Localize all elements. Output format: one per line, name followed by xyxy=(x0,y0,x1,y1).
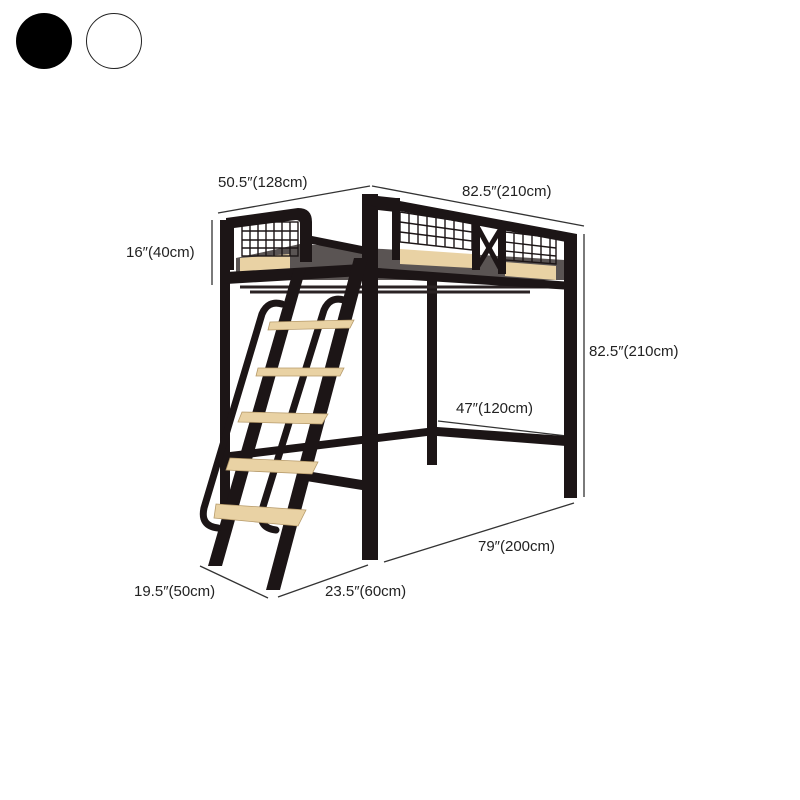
x-brace xyxy=(475,226,503,270)
back-frame xyxy=(427,275,566,465)
ladder-steps xyxy=(213,319,355,527)
dimension-guardrail-height: 16″(40cm) xyxy=(126,244,195,261)
dimension-base-length: 79″(200cm) xyxy=(478,538,556,555)
dimension-total-height: 82.5″(210cm) xyxy=(589,343,679,360)
color-swatch-black[interactable] xyxy=(16,13,72,69)
ladder-handrails xyxy=(199,295,348,534)
dimension-under-width: 47″(120cm) xyxy=(456,400,534,417)
dimension-width-top: 50.5″(128cm) xyxy=(218,174,308,191)
dimension-ladder-depth: 19.5″(50cm) xyxy=(134,583,216,600)
color-swatch-white[interactable] xyxy=(86,13,142,69)
dimension-ladder-width: 23.5″(60cm) xyxy=(325,583,407,600)
dimension-lines xyxy=(199,185,585,599)
wood-boards xyxy=(240,249,556,280)
dimension-length-top: 82.5″(210cm) xyxy=(462,183,552,200)
